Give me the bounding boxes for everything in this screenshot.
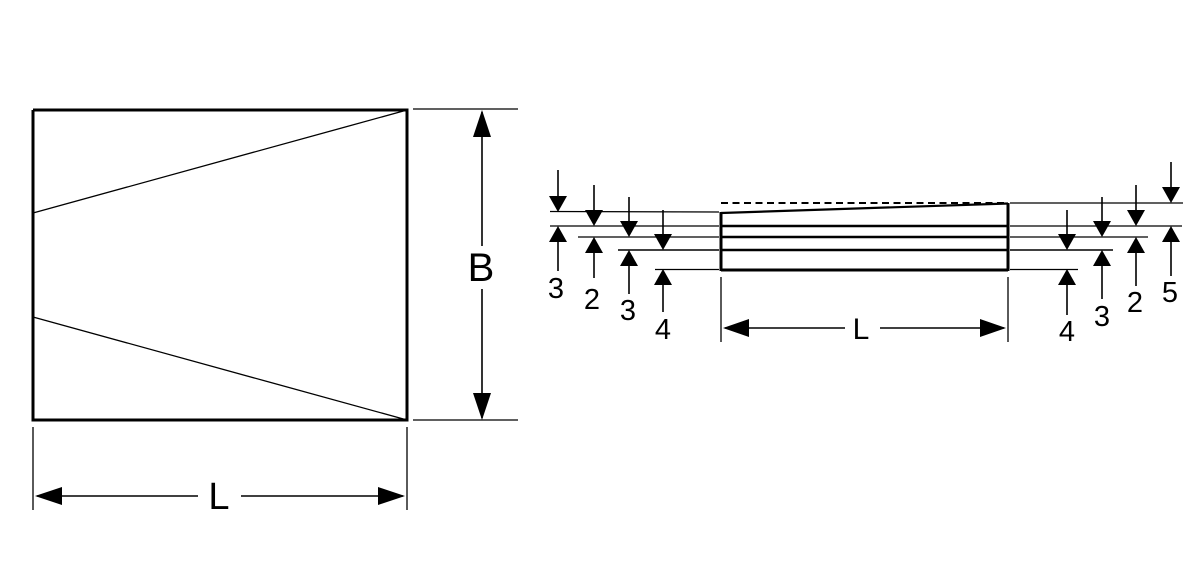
dim-label: 3	[620, 295, 636, 327]
dim-label: 3	[1094, 301, 1110, 333]
arrow-up-icon	[1058, 269, 1076, 285]
dim-layer-right-5: 5	[1162, 162, 1180, 309]
dim-label: 3	[548, 273, 564, 305]
side-taper-top-edge	[720, 202, 1009, 215]
plan-view: B L	[31, 108, 518, 518]
arrow-up-icon	[1162, 226, 1180, 242]
arrow-down-icon	[1127, 210, 1145, 226]
arrow-down-icon	[654, 234, 672, 250]
dim-width-B: B	[413, 108, 518, 421]
dim-layer-left-4: 4	[654, 210, 672, 346]
arrow-up-icon	[654, 269, 672, 285]
arrow-down-icon	[1093, 221, 1111, 237]
arrow-up-icon	[1093, 250, 1111, 266]
dim-l-plan-arrow-right-icon	[378, 487, 405, 505]
arrow-up-icon	[585, 237, 603, 253]
dim-l-plan-label: L	[208, 476, 229, 518]
dim-layer-right-4: 4	[1058, 210, 1076, 348]
dim-layer-left-3: 3	[620, 197, 638, 327]
dim-l-side-label: L	[853, 313, 870, 346]
arrow-down-icon	[549, 196, 567, 212]
dim-length-L-plan: L	[32, 427, 408, 518]
arrow-down-icon	[1162, 187, 1180, 203]
dim-l-side-arrow-right-icon	[980, 319, 1006, 337]
dim-length-L-side: L	[720, 277, 1009, 346]
dim-b-label: B	[468, 246, 495, 290]
arrow-up-icon	[1127, 237, 1145, 253]
side-plate	[719, 202, 1010, 272]
plan-taper-upper-line	[32, 109, 408, 214]
plan-taper-lower-line	[32, 316, 408, 421]
dim-layer-right-3: 3	[1093, 197, 1111, 333]
dim-label: 4	[1059, 316, 1075, 348]
dim-l-side-arrow-left-icon	[723, 319, 749, 337]
dim-l-plan-arrow-left-icon	[35, 487, 62, 505]
dim-b-arrow-down-icon	[473, 393, 491, 420]
dim-layer-right-2: 2	[1127, 185, 1145, 319]
dim-label: 2	[1127, 287, 1143, 319]
dim-layer-left-1: 3	[548, 170, 567, 305]
arrow-down-icon	[620, 221, 638, 237]
leader-left-top-edge	[549, 210, 720, 213]
arrow-down-icon	[585, 210, 603, 226]
arrow-up-icon	[549, 226, 567, 242]
plan-outline-rect	[31, 108, 409, 422]
side-view: 3 2 3 4 4	[548, 162, 1183, 348]
dim-label: 2	[584, 284, 600, 316]
dim-b-arrow-up-icon	[473, 110, 491, 137]
dim-layer-left-2: 2	[584, 185, 603, 316]
arrow-down-icon	[1058, 234, 1076, 250]
dim-label: 4	[655, 314, 671, 346]
arrow-up-icon	[620, 250, 638, 266]
dim-label: 5	[1162, 277, 1178, 309]
side-leaders-right	[1010, 202, 1183, 271]
